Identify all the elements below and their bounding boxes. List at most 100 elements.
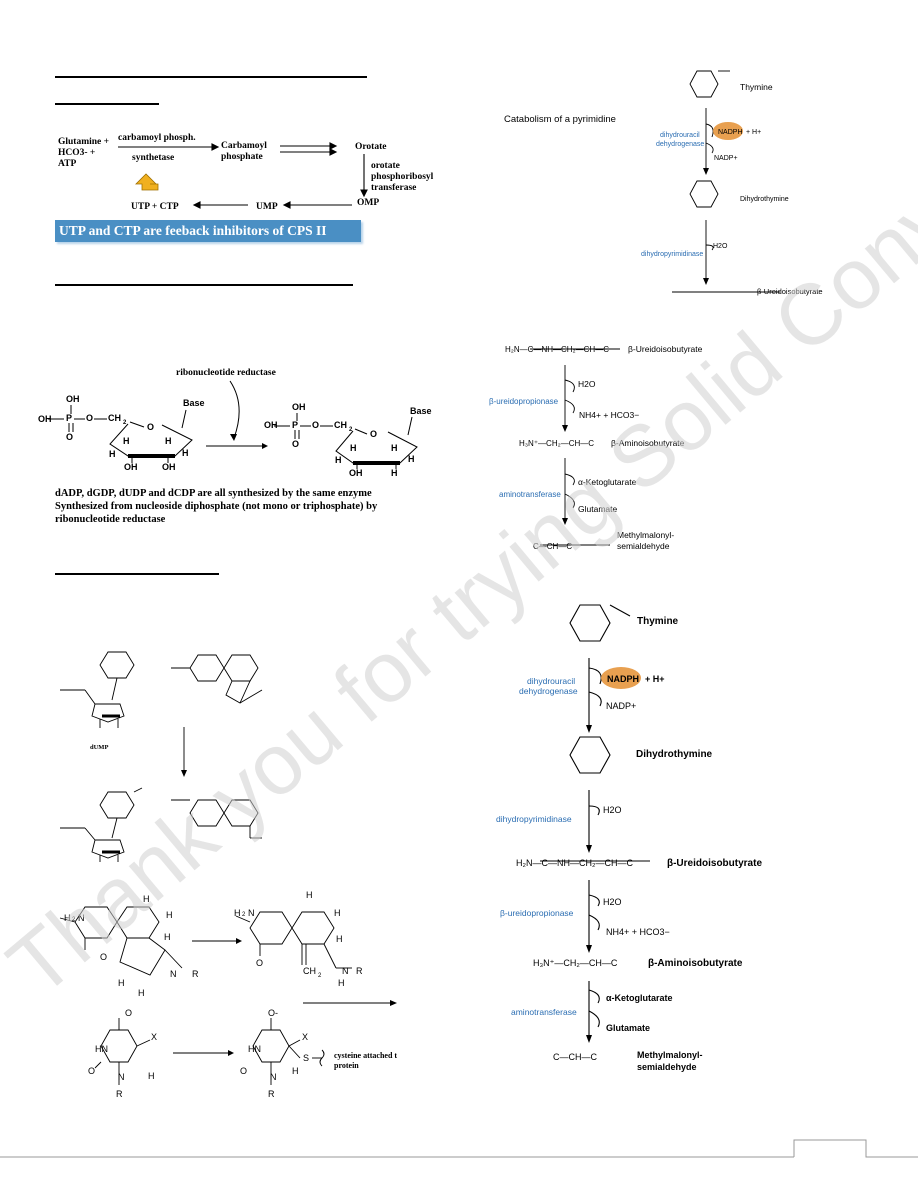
cysteine-label: cysteine attached t protein <box>334 1051 398 1070</box>
svg-text:N: N <box>170 969 177 979</box>
svg-text:H: H <box>336 934 343 944</box>
nadph-oval <box>713 122 743 140</box>
svg-text:Dihydrothymine: Dihydrothymine <box>636 749 713 760</box>
svg-text:O-: O- <box>268 1008 278 1018</box>
svg-text:R: R <box>356 966 363 976</box>
svg-text:H₃N⁺—CH₂—CH—C: H₃N⁺—CH₂—CH—C <box>519 439 594 448</box>
svg-text:P: P <box>292 420 298 430</box>
svg-text:O: O <box>292 439 299 449</box>
svg-text:2: 2 <box>72 917 76 923</box>
svg-text:H: H <box>292 1066 299 1076</box>
svg-text:β-Aminoisobutyrate: β-Aminoisobutyrate <box>648 958 743 969</box>
heading-rule-2 <box>55 284 353 286</box>
catabolism-title: Catabolism of a pyrimidine <box>504 114 616 125</box>
svg-text:S: S <box>303 1053 309 1063</box>
svg-text:2: 2 <box>349 427 353 433</box>
svg-text:α-Ketoglutarate: α-Ketoglutarate <box>606 993 673 1003</box>
svg-text:O: O <box>88 1066 95 1076</box>
svg-text:Thymine: Thymine <box>637 616 679 627</box>
svg-text:H: H <box>306 890 313 900</box>
rnr-text: dADP, dGDP, dUDP and dCDP are all synthe… <box>55 488 378 525</box>
svg-text:OH: OH <box>162 462 176 472</box>
svg-text:semialdehyde: semialdehyde <box>637 1062 697 1072</box>
svg-text:CH: CH <box>334 420 347 430</box>
svg-text:R: R <box>192 969 199 979</box>
svg-text:Glutamate: Glutamate <box>606 1023 650 1033</box>
oh-label-2: OH <box>38 414 52 424</box>
svg-text:H: H <box>165 436 172 446</box>
svg-text:dihydrouracil: dihydrouracil <box>660 132 700 139</box>
svg-text:β-Ureidoisobutyrate: β-Ureidoisobutyrate <box>628 344 703 354</box>
svg-text:H₃N⁺—CH₂—CH—C: H₃N⁺—CH₂—CH—C <box>533 958 618 968</box>
svg-text:NADPH: NADPH <box>607 674 639 684</box>
svg-text:O: O <box>125 1008 132 1018</box>
svg-text:+ H+: + H+ <box>645 674 665 684</box>
svg-text:H: H <box>164 932 171 942</box>
svg-text:H2O: H2O <box>713 243 728 250</box>
dump-label: dUMP <box>90 744 109 751</box>
svg-text:dihydropyrimidinase: dihydropyrimidinase <box>496 814 572 824</box>
utp-ctp: UTP + CTP <box>131 202 179 212</box>
svg-text:H: H <box>335 455 342 465</box>
svg-text:H: H <box>143 894 150 904</box>
svg-text:Base: Base <box>410 406 432 416</box>
svg-text:H: H <box>391 468 398 478</box>
svg-text:X: X <box>302 1032 308 1042</box>
cps-enzyme-label: carbamoyl phosph. <box>118 133 196 143</box>
svg-text:Base: Base <box>183 398 205 408</box>
svg-text:R: R <box>116 1089 123 1099</box>
svg-text:N: N <box>248 908 255 918</box>
svg-text:OH: OH <box>292 402 306 412</box>
svg-text:H: H <box>408 454 415 464</box>
svg-text:Thymine: Thymine <box>740 82 773 92</box>
inhibitor-banner: UTP and CTP are feeback inhibitors of CP… <box>55 220 361 242</box>
svg-text:O: O <box>147 422 154 432</box>
svg-text:OH: OH <box>124 462 138 472</box>
nadph-oval-big <box>601 667 641 689</box>
svg-text:dihydropyrimidinase: dihydropyrimidinase <box>641 251 703 258</box>
svg-text:β-ureidopropionase: β-ureidopropionase <box>500 908 574 918</box>
svg-text:+ H+: + H+ <box>746 129 761 136</box>
svg-text:H: H <box>166 910 173 920</box>
svg-text:aminotransferase: aminotransferase <box>511 1007 577 1017</box>
svg-text:N: N <box>118 1072 125 1082</box>
carbamoyl-phosphate: Carbamoyl phosphate <box>221 141 267 162</box>
svg-text:NH4+ + HCO3−: NH4+ + HCO3− <box>579 410 639 420</box>
svg-text:dehydrogenase: dehydrogenase <box>656 141 704 148</box>
svg-text:aminotransferase: aminotransferase <box>499 490 561 499</box>
heading-rule-1 <box>55 76 367 78</box>
svg-text:H: H <box>118 978 125 988</box>
svg-text:R: R <box>268 1089 275 1099</box>
svg-text:2: 2 <box>242 912 246 918</box>
svg-text:dihydrouracil: dihydrouracil <box>527 676 575 686</box>
svg-text:α-Ketoglutarate: α-Ketoglutarate <box>578 477 637 487</box>
svg-text:P: P <box>66 413 72 423</box>
orotate: Orotate <box>355 142 387 152</box>
svg-text:H: H <box>123 436 130 446</box>
svg-text:2: 2 <box>123 420 127 426</box>
svg-text:H2O: H2O <box>603 897 622 907</box>
svg-text:CH: CH <box>303 966 316 976</box>
cps-enzyme-label-2: synthetase <box>132 153 175 163</box>
svg-text:2: 2 <box>318 973 322 979</box>
svg-text:C—CH—C: C—CH—C <box>553 1052 597 1062</box>
svg-text:NADPH: NADPH <box>718 129 743 136</box>
svg-text:OH: OH <box>349 468 363 478</box>
svg-text:β-Ureidoisobutyrate: β-Ureidoisobutyrate <box>667 858 762 869</box>
svg-text:H2O: H2O <box>603 805 622 815</box>
svg-text:Dihydrothymine: Dihydrothymine <box>740 196 789 203</box>
svg-text:O: O <box>86 413 93 423</box>
rnr-enzyme-label: ribonucleotide reductase <box>176 368 276 378</box>
svg-text:H: H <box>182 448 189 458</box>
svg-text:H2O: H2O <box>578 379 596 389</box>
svg-text:HN: HN <box>248 1044 261 1054</box>
svg-text:Methylmalonyl-: Methylmalonyl- <box>617 530 674 540</box>
svg-text:CH: CH <box>108 413 121 423</box>
svg-text:C—CH—C: C—CH—C <box>533 542 572 551</box>
